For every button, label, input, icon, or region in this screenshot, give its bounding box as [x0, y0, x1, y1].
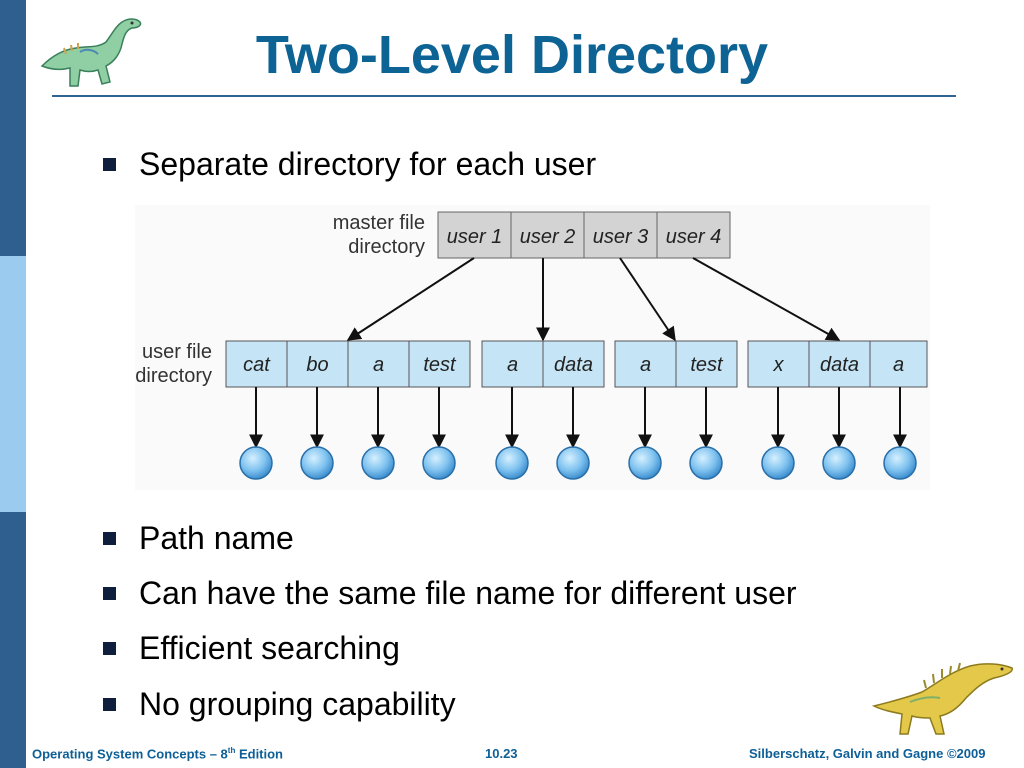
file-entry-label: cat: [243, 354, 271, 376]
bullet-square-icon: [103, 532, 116, 545]
bullet-square-icon: [103, 642, 116, 655]
file-entry-label: a: [893, 354, 904, 376]
file-node: [495, 446, 529, 480]
file-entry: [808, 340, 871, 388]
footer-page-number: 10.23: [485, 746, 518, 761]
master-entry: [437, 211, 512, 259]
two-level-directory-diagram: master file directory user file director…: [135, 205, 930, 490]
master-file-directory: user 1 user 2 user 3 user 4: [437, 211, 731, 259]
bullet-square-icon: [103, 698, 116, 711]
bullet-square-icon: [103, 587, 116, 600]
bullet-text: Efficient searching: [139, 630, 400, 666]
file-entry-label: a: [507, 354, 518, 376]
bullet-item: Path name: [103, 520, 294, 557]
dinosaur-logo-icon: [40, 18, 142, 87]
user-file-directory-1: cat bo a test: [225, 340, 471, 388]
file-entry: [747, 340, 810, 388]
file-node: [556, 446, 590, 480]
dinosaur-logo-icon: [871, 662, 1013, 735]
file-entry: [675, 340, 738, 388]
master-directory-label: master file: [333, 212, 425, 234]
file-node: [300, 446, 334, 480]
file-node: [761, 446, 795, 480]
bullet-item: Efficient searching: [103, 630, 400, 667]
file-node: [422, 446, 456, 480]
file-entry: [542, 340, 605, 388]
side-accent-bar-bottom: [0, 512, 26, 768]
master-entry: [510, 211, 585, 259]
file-node: [883, 446, 917, 480]
bullet-item: No grouping capability: [103, 686, 456, 723]
slide-title: Two-Level Directory: [255, 25, 769, 85]
bullet-square-icon: [103, 158, 116, 171]
file-entry-label: a: [373, 354, 384, 376]
master-pointer-arrows: [346, 257, 841, 342]
master-directory-label: directory: [348, 236, 425, 258]
footer-book-title: Operating System Concepts – 8th Edition: [32, 746, 283, 761]
bullet-text: No grouping capability: [139, 686, 456, 722]
file-node: [822, 446, 856, 480]
master-entry-label: user 1: [447, 226, 503, 248]
file-entry-label: data: [820, 354, 859, 376]
master-entry-label: user 4: [666, 226, 722, 248]
user-file-directory-4: x data a: [747, 340, 928, 388]
bullet-text: Can have the same file name for differen…: [139, 575, 797, 611]
bullet-text: Separate directory for each user: [139, 146, 597, 182]
file-entry: [286, 340, 349, 388]
footer-copyright: Silberschatz, Galvin and Gagne ©2009: [749, 746, 986, 761]
title-divider: [52, 95, 956, 97]
pointer-arrow: [346, 257, 475, 341]
file-entry: [869, 340, 928, 388]
file-entry-label: test: [690, 354, 724, 376]
bullet-text: Path name: [139, 520, 294, 556]
side-accent-bar-middle: [0, 256, 26, 512]
master-entry-label: user 3: [593, 226, 649, 248]
user-file-directory-2: a data: [481, 340, 605, 388]
file-entry-label: bo: [306, 354, 328, 376]
user-file-directory-3: a test: [614, 340, 738, 388]
file-entry-label: test: [423, 354, 457, 376]
file-entry-label: data: [554, 354, 593, 376]
file-entry-label: a: [640, 354, 651, 376]
pointer-arrow: [619, 257, 676, 342]
side-accent-bar-top: [0, 0, 26, 256]
bullet-item: Separate directory for each user: [103, 146, 596, 183]
footer-book-title-text: Operating System Concepts – 8: [32, 746, 228, 762]
footer-edition-text: Edition: [235, 746, 284, 762]
file-pointer-arrows: [249, 387, 907, 449]
user-directory-label: user file: [142, 341, 212, 363]
file-node: [361, 446, 395, 480]
file-node: [239, 446, 273, 480]
user-directory-label: directory: [135, 365, 212, 387]
file-node: [628, 446, 662, 480]
file-entry-label: x: [773, 354, 785, 376]
pointer-arrow: [692, 257, 841, 341]
bullet-item: Can have the same file name for differen…: [103, 575, 797, 612]
master-entry-label: user 2: [520, 226, 576, 248]
file-entry: [408, 340, 471, 388]
footer-edition-sup: th: [227, 746, 236, 755]
file-nodes: [239, 446, 917, 480]
file-node: [689, 446, 723, 480]
